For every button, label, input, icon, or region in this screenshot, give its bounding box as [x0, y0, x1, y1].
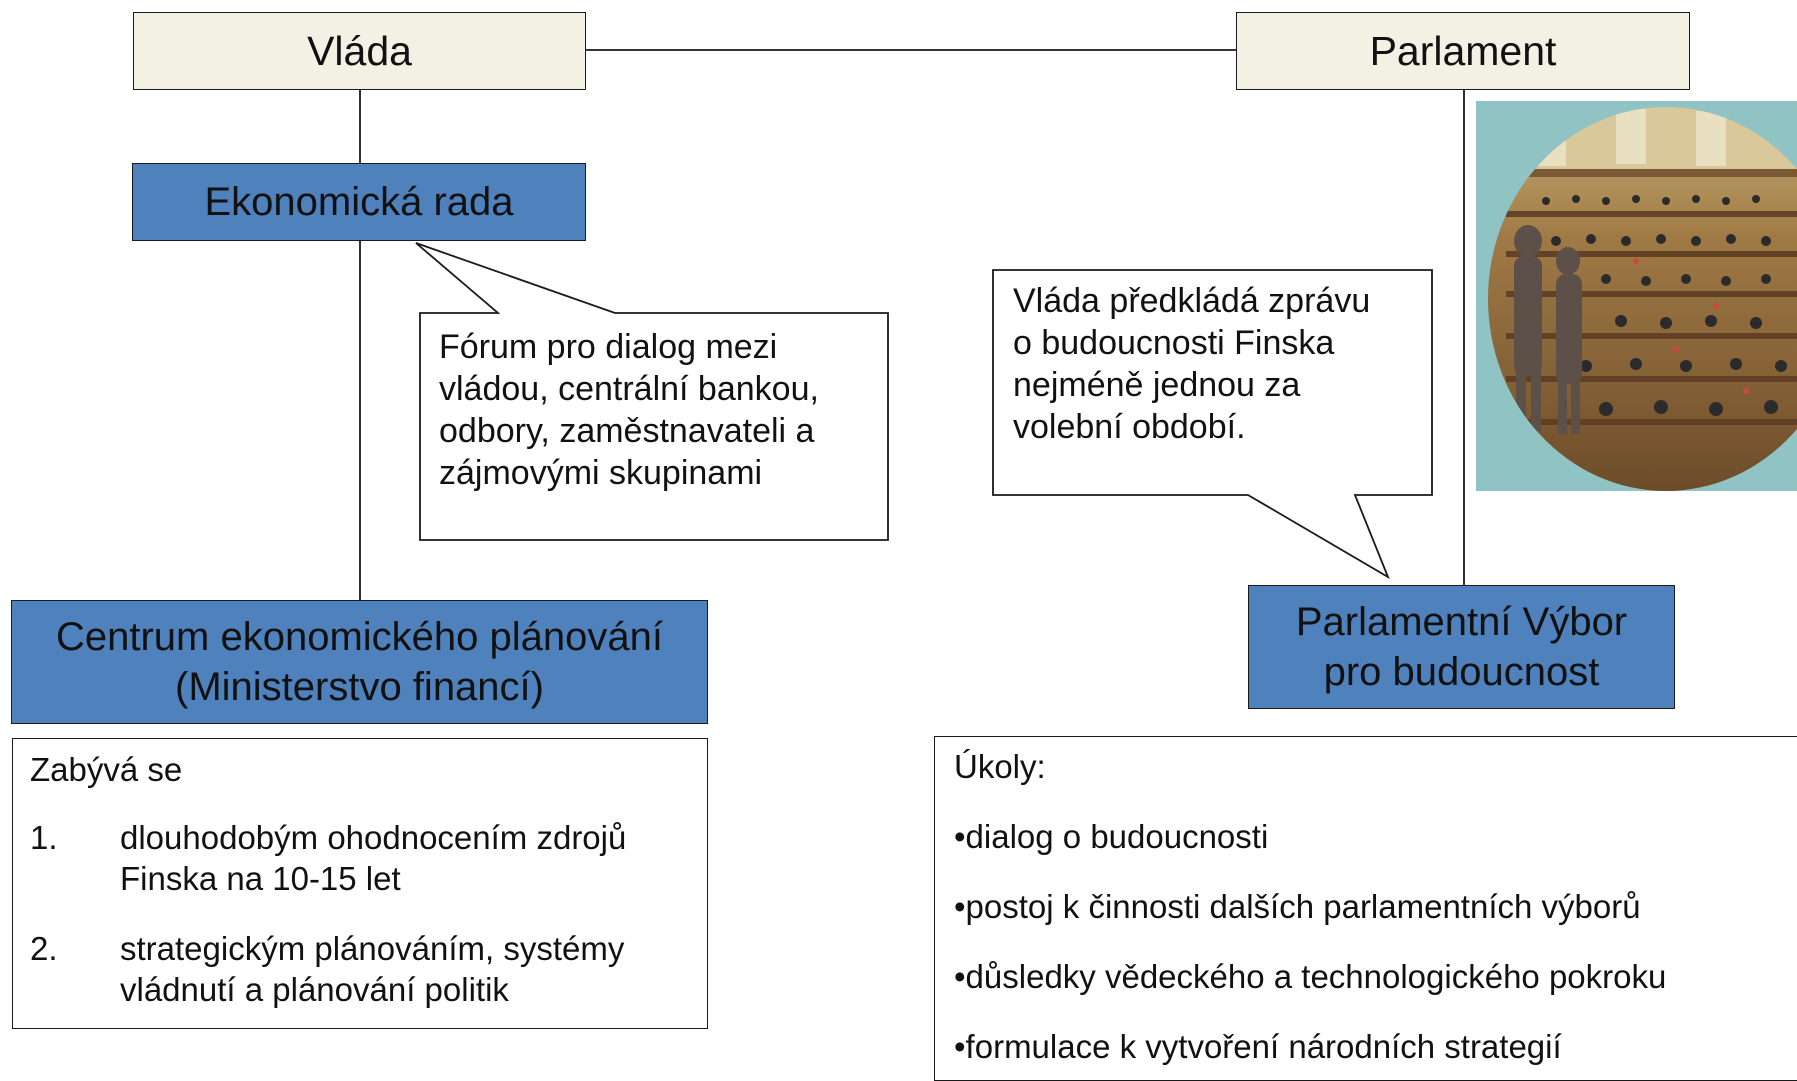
ukoly-item: •formulace k vytvoření národních strateg…: [954, 1028, 1562, 1065]
parlament-box: Parlament: [1236, 12, 1690, 90]
ekonomicka-rada-label: Ekonomická rada: [204, 180, 514, 224]
zabyva-item-number: 1.: [30, 819, 58, 856]
zabyva-item: 2. strategickým plánováním, systémy vlád…: [30, 928, 700, 1018]
ukoly-box: Úkoly: •dialog o budoucnosti •postoj k č…: [934, 736, 1797, 1081]
vybor-label-line2: pro budoucnost: [1323, 650, 1600, 694]
ukoly-heading: Úkoly:: [954, 748, 1046, 785]
zabyva-item-text: strategickým plánováním, systémy vládnut…: [120, 930, 625, 1008]
centrum-box: Centrum ekonomického plánování (Minister…: [11, 600, 708, 724]
centrum-label-line2: (Ministerstvo financí): [175, 665, 544, 709]
zabyva-heading: Zabývá se: [30, 751, 183, 788]
parlament-label: Parlament: [1369, 27, 1557, 74]
zabyva-item-number: 2.: [30, 930, 58, 967]
parliament-photo: [1476, 101, 1797, 491]
ukoly-item: •postoj k činnosti dalších parlamentních…: [954, 888, 1641, 925]
ukoly-item: •dialog o budoucnosti: [954, 818, 1269, 855]
centrum-label-line1: Centrum ekonomického plánování: [55, 615, 663, 659]
ekonomicka-rada-box: Ekonomická rada: [132, 163, 586, 241]
vlada-label: Vláda: [307, 27, 412, 74]
vybor-label-line1: Parlamentní Výbor: [1295, 600, 1628, 644]
vybor-box: Parlamentní Výbor pro budoucnost: [1248, 585, 1675, 709]
callout-zprava-shape: [992, 269, 1433, 580]
ukoly-item: •důsledky vědeckého a technologického po…: [954, 958, 1667, 995]
vlada-box: Vláda: [133, 12, 586, 90]
callout-forum-shape: [415, 242, 889, 541]
zabyva-item: 1. dlouhodobým ohodnocením zdrojů Finska…: [30, 817, 700, 907]
zabyva-box: Zabývá se 1. dlouhodobým ohodnocením zdr…: [12, 738, 708, 1029]
parliament-photo-icon: [1476, 101, 1797, 491]
zabyva-item-text: dlouhodobým ohodnocením zdrojů Finska na…: [120, 819, 627, 897]
callout-forum-text: Fórum pro dialog mezi vládou, centrální …: [439, 328, 819, 492]
callout-zprava-text: Vláda předkládá zprávu o budoucnosti Fin…: [1013, 282, 1371, 446]
